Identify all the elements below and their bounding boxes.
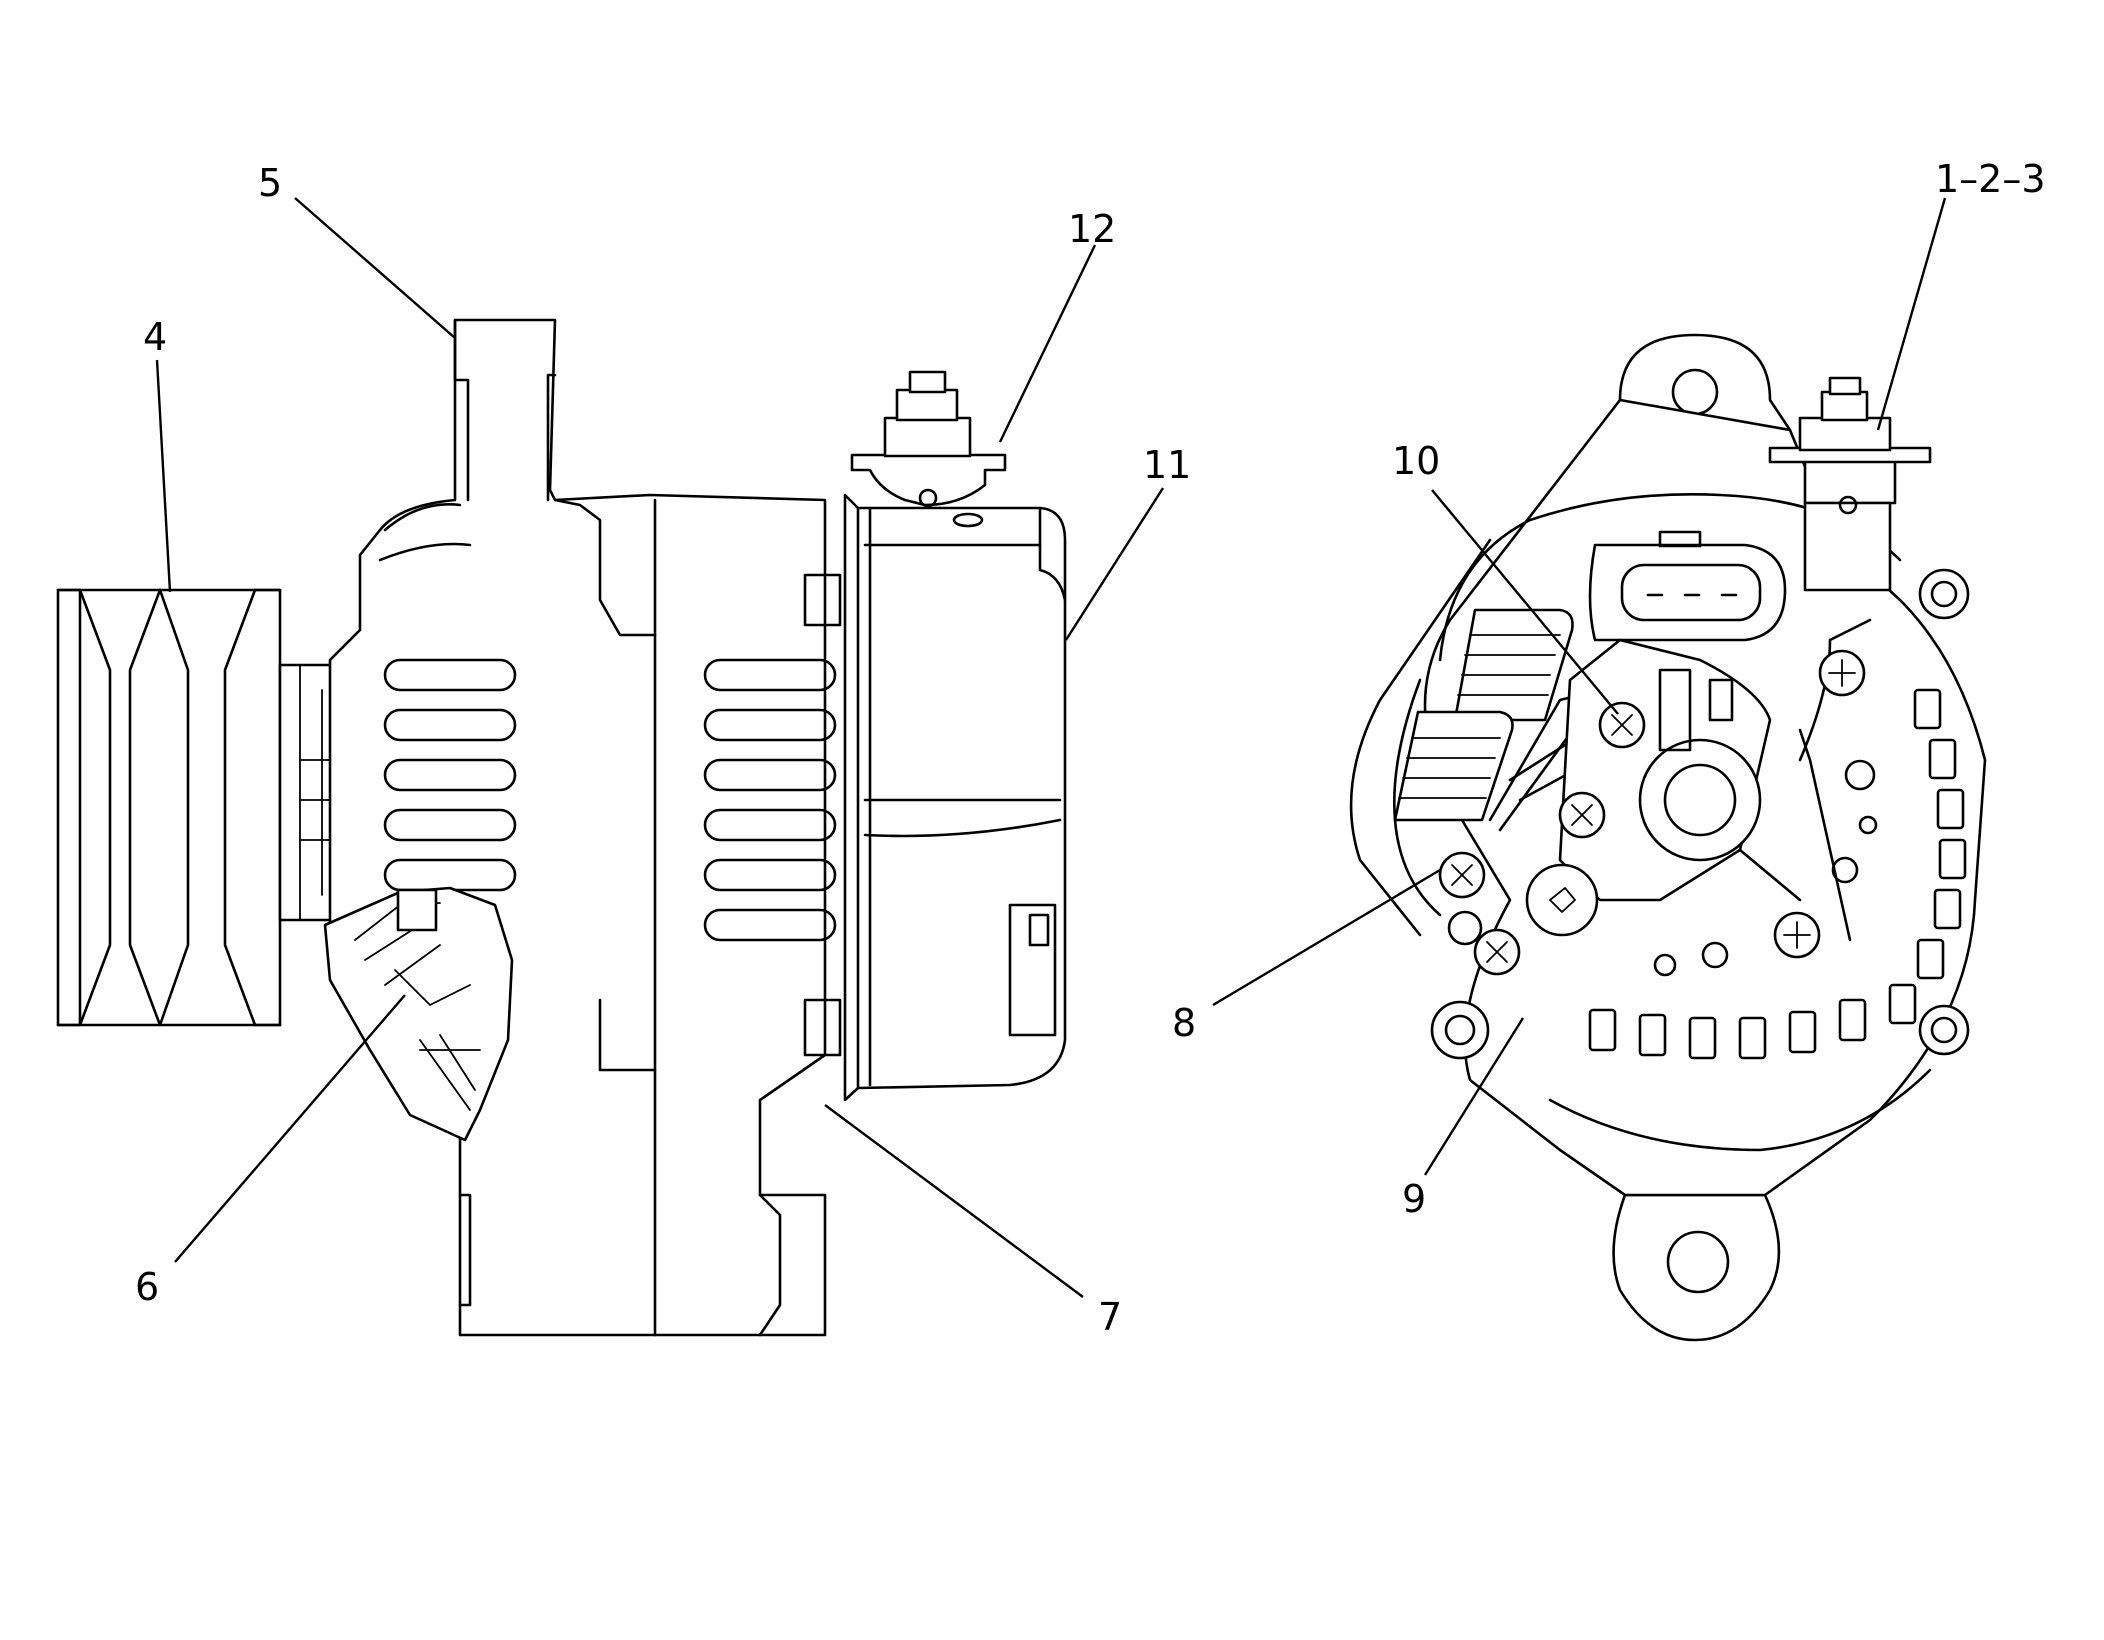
connector-plug — [1588, 530, 1787, 642]
leader-5 — [294, 197, 456, 339]
leader-123 — [1876, 197, 1947, 431]
screw-mid — [1558, 791, 1606, 839]
alternator-rear-view — [1349, 333, 1987, 1342]
heatsink-fins — [1393, 608, 1602, 832]
rear-cooling-slots — [703, 658, 837, 942]
bearing-section — [323, 886, 514, 1142]
leader-9 — [1423, 1017, 1525, 1176]
callout-12: 12 — [1068, 207, 1116, 251]
callout-10: 10 — [1392, 439, 1440, 483]
callout-1-2-3: 1–2–3 — [1935, 157, 2046, 201]
terminal-stud — [850, 370, 1007, 508]
leader-4 — [155, 359, 172, 593]
stud-bottom-right — [1918, 1004, 1970, 1056]
leader-6 — [174, 994, 406, 1263]
screw-9 — [1447, 910, 1521, 976]
front-cooling-slots — [383, 658, 517, 892]
battery-terminal-stud — [1768, 376, 1932, 592]
callout-6: 6 — [135, 1265, 159, 1309]
stud-bottom-left — [1430, 1000, 1490, 1060]
leader-12 — [998, 244, 1097, 443]
rear-vent-slots — [1588, 688, 1967, 1060]
stud-top-right — [1918, 568, 1970, 620]
callout-4: 4 — [143, 315, 167, 359]
callout-11: 11 — [1143, 443, 1191, 487]
callout-9: 9 — [1402, 1177, 1426, 1221]
callout-7: 7 — [1098, 1295, 1122, 1339]
pulley — [56, 588, 282, 1027]
alternator-side-view — [56, 318, 1067, 1337]
front-frame — [328, 318, 827, 1337]
callout-5: 5 — [258, 161, 282, 205]
leader-11 — [1064, 487, 1165, 641]
leader-8 — [1212, 868, 1441, 1007]
leader-7 — [824, 1104, 1084, 1298]
screws — [1430, 568, 1970, 1060]
screw-top-right — [1818, 649, 1866, 697]
screw-10 — [1598, 701, 1646, 749]
mounting-lugs — [1598, 333, 1792, 1342]
screw-bottom-right — [1773, 911, 1821, 959]
screw-8 — [1438, 851, 1486, 899]
callout-labels: 5 4 12 11 6 7 10 1–2–3 8 9 — [135, 157, 2046, 1339]
rear-cover — [803, 493, 1067, 1102]
leader-10 — [1431, 489, 1619, 715]
leader-lines — [155, 197, 1947, 1298]
callout-8: 8 — [1172, 1001, 1196, 1045]
